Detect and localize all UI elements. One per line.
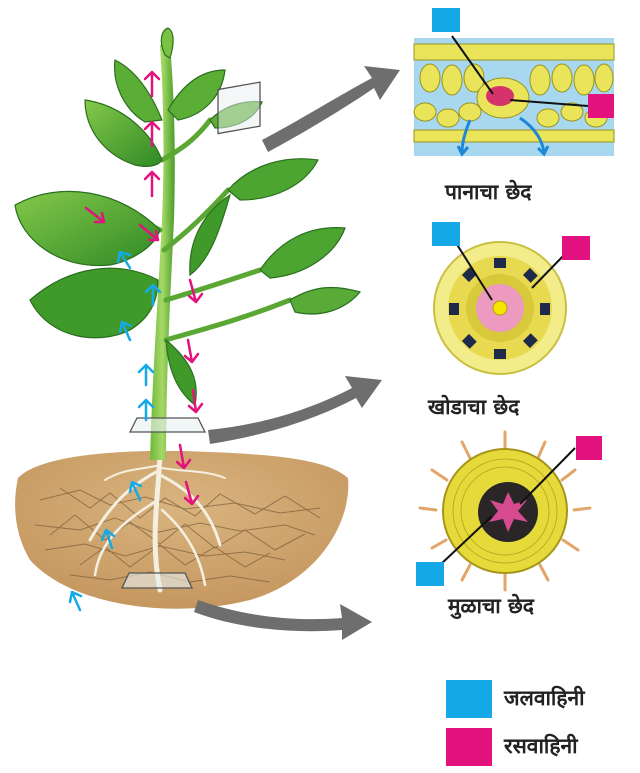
curved-arrow-icon [194,600,372,640]
phloem-legend-label: रसवाहिनी [504,732,578,760]
stem-cross-section [432,222,590,374]
phloem-marker [588,94,614,118]
stem-section-label: खोडाचा छेद [428,393,519,421]
xylem-legend-label: जलवाहिनी [504,684,585,712]
leaves [15,28,360,405]
root-section-marker [122,573,192,588]
root-section-label: मुळाचा छेद [448,592,534,620]
phloem-marker [576,436,602,460]
curved-arrow-icon [208,376,382,444]
xylem-marker [416,562,444,586]
xylem-marker [432,222,460,246]
leaf-cross-section [414,8,614,156]
leaf-section-marker [218,82,260,133]
arrow-down-icon [185,340,198,362]
xylem-swatch [446,680,492,718]
arrow-up-icon [70,592,81,610]
phloem-swatch [446,728,492,766]
leaf-section-label: पानाचा छेद [445,178,531,206]
root-cross-section [416,432,602,590]
arrow-up-icon [139,400,153,420]
stem-section-marker [130,418,205,432]
arrow-up-icon [145,172,159,196]
arrow-up-icon [139,365,153,385]
curved-arrow-icon [262,66,400,152]
phloem-marker [562,236,590,260]
xylem-marker [432,8,460,32]
